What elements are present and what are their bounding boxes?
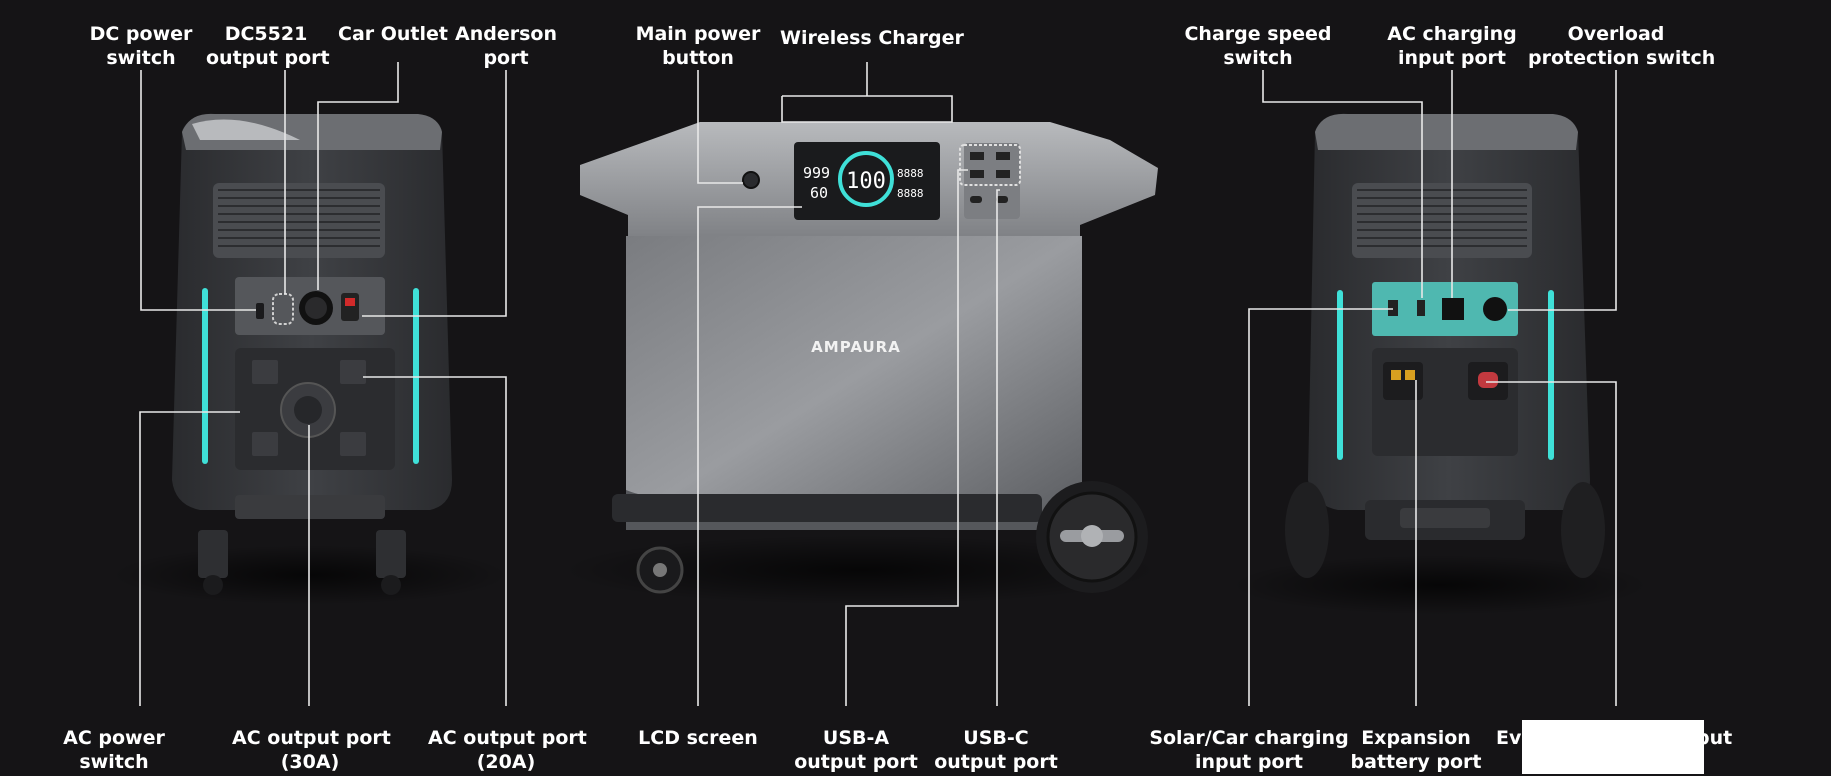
leader-lines <box>139 62 1617 706</box>
front-view-unit <box>110 113 510 605</box>
label-ev-output-port-end: put <box>1696 727 1733 749</box>
lcd-left-bottom-value: 60 <box>810 184 828 202</box>
label-ac-output-port-30a: AC output port(30A) <box>232 727 391 773</box>
redaction-box <box>1522 720 1704 774</box>
label-ac-output-port-20a: AC output port(20A) <box>428 727 587 773</box>
label-ev-output-port-start: Ev <box>1496 727 1522 749</box>
lcd-left-top-value: 999 <box>803 164 830 182</box>
lcd-right-top-value: 8888 <box>897 167 924 180</box>
side-view-unit: 100 999 60 8888 8888 AMPAURA <box>560 122 1160 605</box>
lcd-center-value: 100 <box>846 169 886 194</box>
label-car-outlet: Car Outlet <box>338 23 448 45</box>
lcd-right-bottom-value: 8888 <box>897 187 924 200</box>
brand-logo-text: AMPAURA <box>811 338 901 356</box>
rear-view-unit <box>1230 113 1650 615</box>
label-lcd-screen: LCD screen <box>638 727 758 749</box>
label-wireless-charger: Wireless Charger <box>780 27 964 49</box>
